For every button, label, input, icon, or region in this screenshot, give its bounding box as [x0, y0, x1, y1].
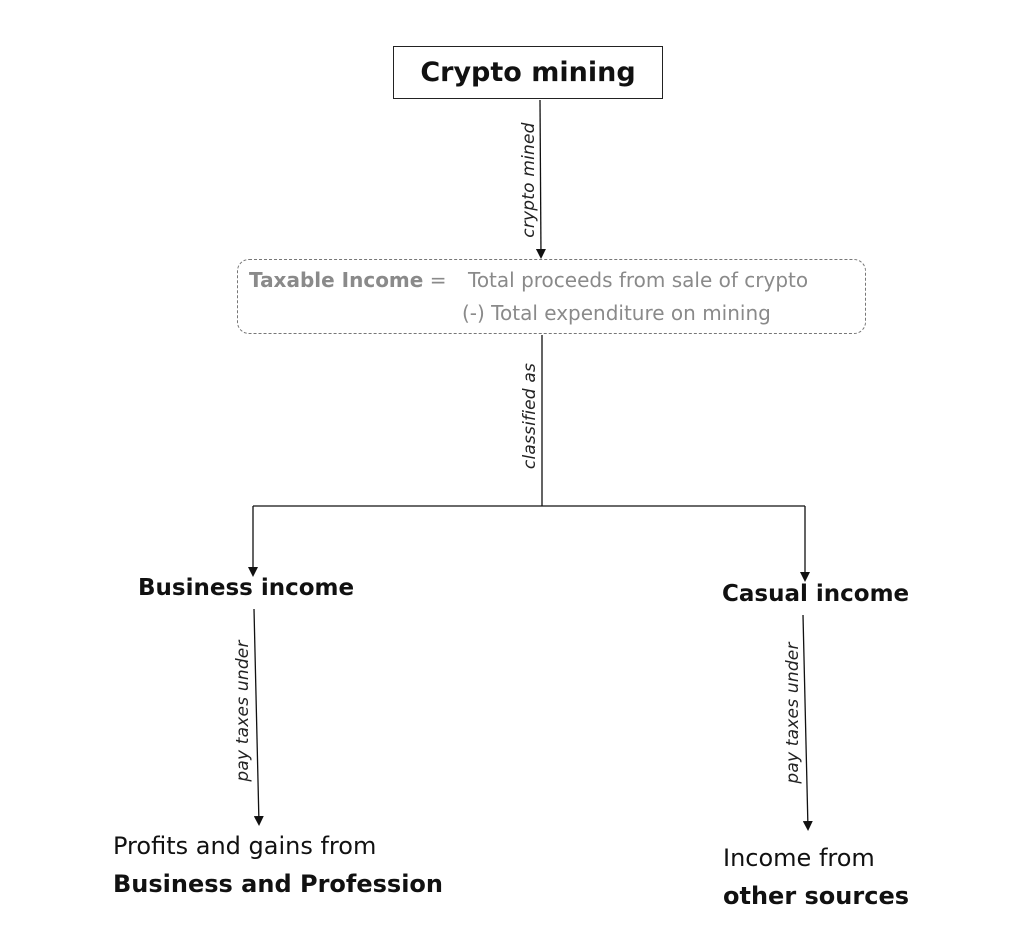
formula-line-expenditure: (-) Total expenditure on mining — [462, 301, 771, 325]
node-business-income: Business income — [138, 575, 355, 601]
node-casual-result: Income from other sources — [723, 839, 909, 915]
edge-label-crypto-mined: crypto mined — [519, 122, 539, 238]
node-taxable-income-formula: Taxable Income = Total proceeds from sal… — [237, 259, 866, 334]
edge-label-pay-taxes-under-left: pay taxes under — [233, 640, 253, 782]
formula-lhs: Taxable Income = — [249, 268, 446, 292]
node-crypto-mining: Crypto mining — [393, 46, 663, 99]
formula-operator: = — [429, 268, 447, 292]
business-result-line1: Profits and gains from — [113, 832, 377, 860]
casual-result-line1: Income from — [723, 844, 875, 872]
casual-result-line2: other sources — [723, 882, 909, 910]
business-result-line2: Business and Profession — [113, 870, 443, 898]
edge-casual-to-result — [802, 614, 813, 831]
node-crypto-mining-label: Crypto mining — [420, 57, 636, 88]
edge-root-to-formula — [535, 99, 546, 259]
edge-label-classified-as: classified as — [520, 362, 540, 470]
edge-business-to-result — [253, 608, 264, 826]
edge-label-pay-taxes-under-right: pay taxes under — [783, 642, 803, 784]
node-business-result: Profits and gains from Business and Prof… — [113, 827, 443, 903]
formula-line-proceeds: Total proceeds from sale of crypto — [468, 268, 809, 292]
node-casual-income: Casual income — [722, 581, 910, 607]
formula-lhs-label: Taxable Income — [249, 268, 424, 292]
